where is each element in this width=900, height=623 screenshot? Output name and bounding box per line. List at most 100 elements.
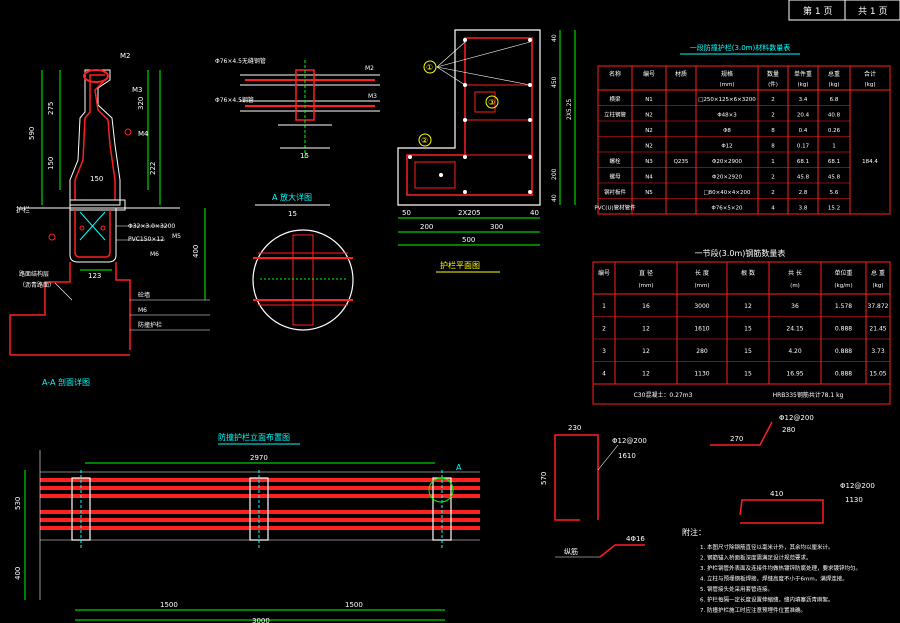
table1-cell: 8 xyxy=(771,128,775,134)
table1-cell: Φ8 xyxy=(723,128,731,134)
table2-cell: 1130 xyxy=(694,371,709,378)
sheet-number: 第 1 页 xyxy=(803,5,832,17)
table1-subheader: (kg) xyxy=(865,82,876,88)
table2-cell: 24.15 xyxy=(786,326,803,333)
bar3-call: Φ12@200 xyxy=(840,482,875,490)
pier-d2: 2X205 xyxy=(458,209,481,217)
table2-cell: 15 xyxy=(744,348,752,355)
table2-header: 长 度 xyxy=(695,269,709,277)
table1-cell: Φ12 xyxy=(721,144,732,150)
table1-cell: 6.8 xyxy=(830,97,839,103)
mark-m2: M3 xyxy=(132,86,143,94)
plan-label-1: Φ76×4.5无缝钢管 xyxy=(215,57,266,65)
table1-cell: 横梁 xyxy=(609,95,621,103)
table1-cell: 螺栓 xyxy=(609,157,621,165)
table2-cell: 37.872 xyxy=(868,303,889,310)
table2-cell: 12 xyxy=(642,348,650,355)
pier-callout-3: ③ xyxy=(488,98,495,107)
notes-title: 附注： xyxy=(682,527,706,537)
pier-v3: 2X5.25 xyxy=(566,99,573,120)
mark-m1: M2 xyxy=(120,52,131,60)
table2-cell: 15 xyxy=(744,371,752,378)
table1-cell: 1 xyxy=(832,144,836,150)
dim-h6: 320 xyxy=(137,97,145,110)
table1-cell: N2 xyxy=(645,128,653,134)
table1-cell: 1 xyxy=(771,159,775,165)
table1-cell: 0.4 xyxy=(799,128,808,134)
table2-subheader: (mm) xyxy=(694,283,709,289)
mark-m3: M4 xyxy=(138,130,149,138)
callout-1: Φ32×3.0×3200 xyxy=(128,223,175,230)
dim-h5: 150 xyxy=(47,157,55,170)
table2-subheader: (kg/m) xyxy=(834,283,852,289)
table1-cell: N2 xyxy=(645,144,653,150)
table1-cell: N2 xyxy=(645,113,653,119)
pier-callout-1: ① xyxy=(426,63,433,72)
elev-h1: 530 xyxy=(14,497,22,510)
detail-a-title: A 放大详图 xyxy=(272,192,312,202)
pier-d6: 500 xyxy=(462,236,475,244)
material-table: 一段防撞护栏(3.0m)材料数量表名称编号材质规格(mm)数量(件)单件重(kg… xyxy=(594,43,891,215)
elev-h2: 400 xyxy=(14,567,22,580)
pier-section: ① ② ③ 50 2X205 40 200 300 500 40 450 2X5… xyxy=(397,29,576,273)
table2-cell: 16.95 xyxy=(786,371,803,378)
table1-cell: 2 xyxy=(771,113,775,119)
table2-subheader: (mm) xyxy=(638,283,653,289)
plan-mark-1: M2 xyxy=(365,65,374,72)
table2-cell: 0.888 xyxy=(835,348,852,355)
table1-subheader: (kg) xyxy=(798,82,809,88)
pier-title: 护栏平面图 xyxy=(440,260,480,270)
label-surface: 护栏 xyxy=(16,205,30,214)
bar4-label: 纵筋 xyxy=(564,547,578,556)
table1-cell: 5.6 xyxy=(830,190,839,196)
pier-v2: 450 xyxy=(551,76,558,88)
table2-header: 根 数 xyxy=(741,269,755,277)
title-block: 第 1 页 共 1 页 xyxy=(788,0,900,21)
table2-cell: 15 xyxy=(744,326,752,333)
table2-cell: 1 xyxy=(602,303,606,310)
table1-header: 单件重 xyxy=(794,70,812,78)
table1-cell: □250×125×6×3200 xyxy=(698,97,756,103)
table1-cell: 0.17 xyxy=(797,144,810,150)
table1-cell: N3 xyxy=(645,159,653,165)
plan-label-2: Φ76×4.5钢管 xyxy=(215,96,254,104)
bar-shapes: 230 570 Φ12@200 1610 270 Φ12@200 280 410… xyxy=(540,414,875,558)
table1-cell: N5 xyxy=(645,190,653,196)
table1-cell: 8 xyxy=(771,144,775,150)
bar4-call: 4Φ16 xyxy=(626,535,645,543)
table1-cell: N1 xyxy=(645,97,653,103)
table1-cell: Φ48×3 xyxy=(717,113,737,119)
table2-header: 单位重 xyxy=(834,269,852,277)
bar3-len: 1130 xyxy=(845,496,863,504)
table1-cell: 40.8 xyxy=(828,113,841,119)
table2-cell: 3.73 xyxy=(871,348,885,355)
bar2-call: Φ12@200 xyxy=(779,414,814,422)
elev-total: 3000 xyxy=(252,617,270,623)
bar3-w: 410 xyxy=(770,490,783,498)
table1-cell: PVC(U)管材管件 xyxy=(594,204,636,212)
table2-cell: 36 xyxy=(791,303,799,310)
note-line: 1. 本图尺寸除钢筋直径以毫米计外，其余均以厘米计。 xyxy=(700,543,834,551)
row-label-1: 砼墙 xyxy=(138,291,150,299)
table2-cell: 16 xyxy=(642,303,650,310)
pier-callout-2: ② xyxy=(421,136,428,145)
table1-cell: 2 xyxy=(771,190,775,196)
elev-top-dim: 2970 xyxy=(250,454,268,462)
pier-v1: 40 xyxy=(551,34,558,42)
table2-cell: 280 xyxy=(696,348,708,355)
table2-cell: 0.888 xyxy=(835,371,852,378)
pier-d1: 50 xyxy=(402,209,411,217)
table1-cell: 68.1 xyxy=(797,159,809,165)
table1-cell: 螺母 xyxy=(609,173,621,181)
table1-cell: 立柱钢管 xyxy=(604,111,627,119)
callout-3: 路面结构层 xyxy=(19,270,49,278)
table1-cell: 2.8 xyxy=(799,190,808,196)
plan-view: 15 Φ76×4.5无缝钢管 Φ76×4.5钢管 M2 M3 xyxy=(215,57,380,160)
table2-cell: 3 xyxy=(602,348,606,355)
table2-cell: 21.45 xyxy=(869,326,886,333)
note-line: 2. 钢筋锚入桥面板深度需满足设计规范要求。 xyxy=(700,554,812,562)
bar1-w: 230 xyxy=(568,424,581,432)
table1-cell: □80×40×4×200 xyxy=(703,190,751,196)
